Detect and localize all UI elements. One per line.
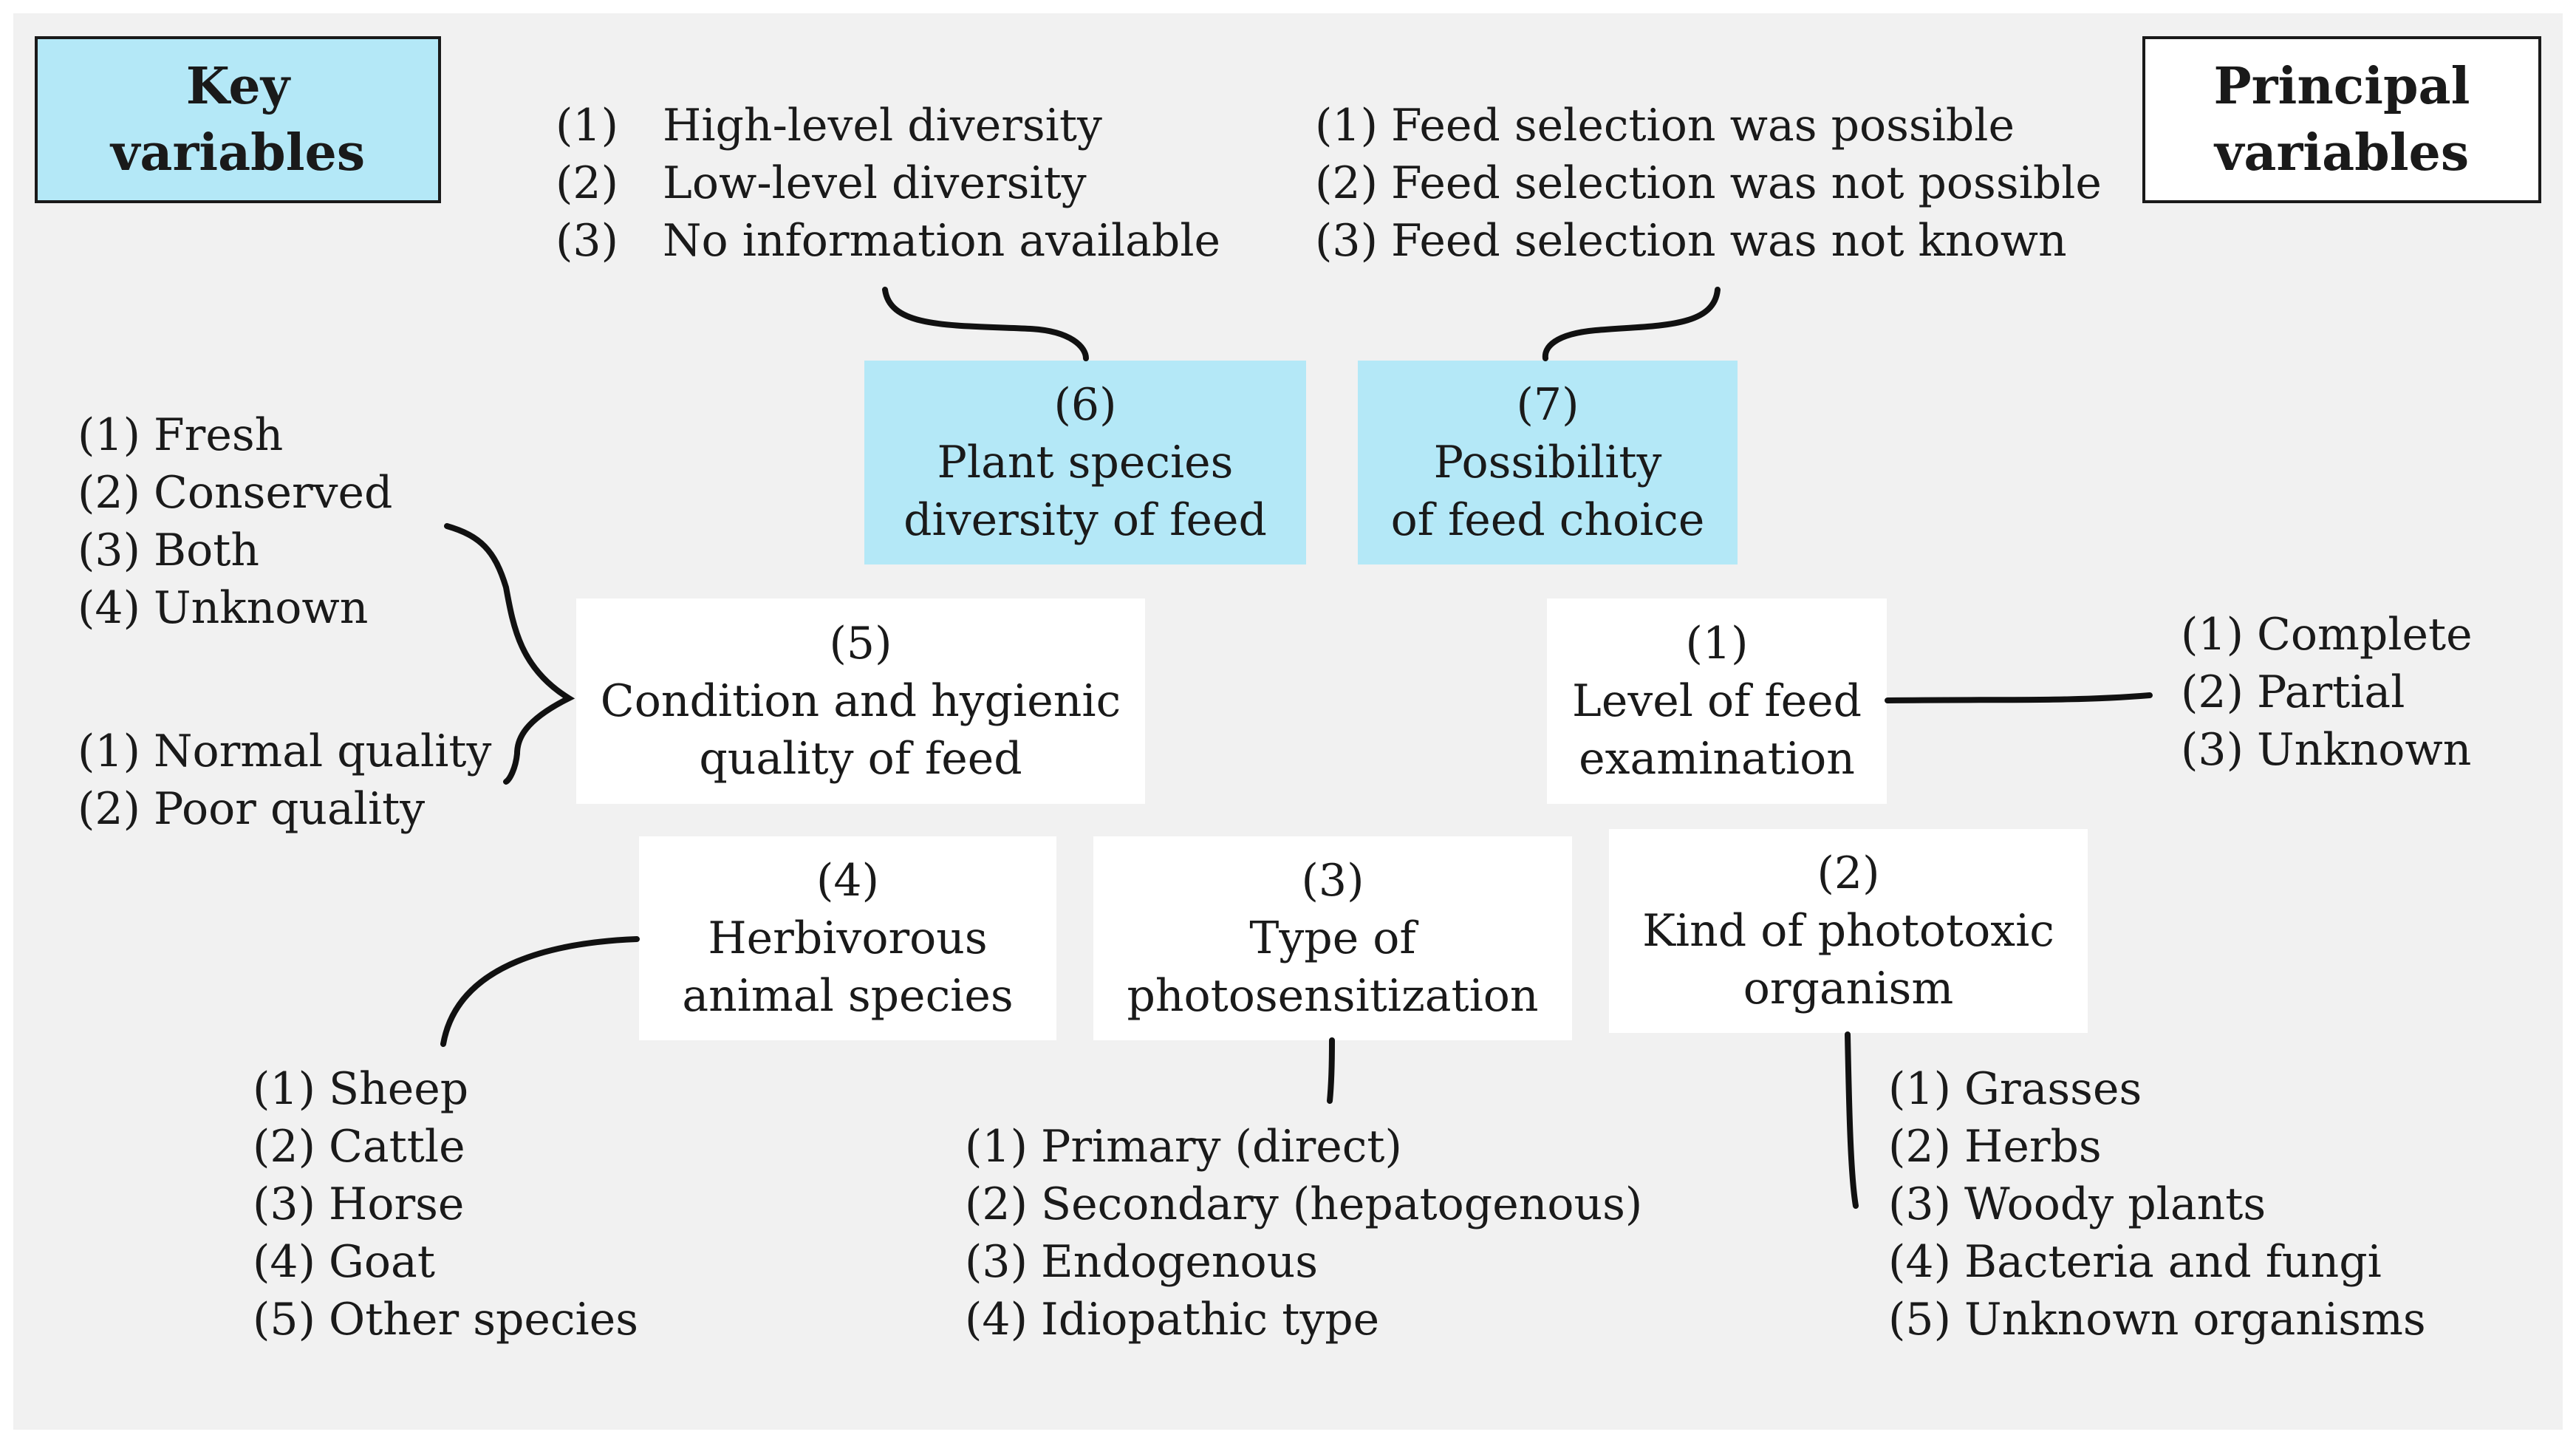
- list-item: (3)Endogenous: [965, 1236, 1319, 1288]
- variable-label-line: of feed choice: [1390, 494, 1705, 546]
- list-item: (1)Primary (direct): [965, 1121, 1402, 1173]
- options-list-variable-3: (1)Primary (direct) (2)Secondary (hepato…: [965, 1118, 1642, 1348]
- legend-key-line-1: Key: [185, 57, 290, 116]
- variable-box-6: (6) Plant species diversity of feed: [864, 361, 1306, 564]
- list-item: (3)Both: [78, 525, 259, 576]
- list-item: (2)Herbs: [1888, 1121, 2102, 1173]
- list-item: (1)Complete: [2181, 609, 2473, 661]
- list-item: (3)Unknown: [2181, 724, 2472, 776]
- list-item: (2)Feed selection was not possible: [1315, 157, 2102, 209]
- options-list-variable-7: (1)Feed selection was possible (2)Feed s…: [1315, 97, 2102, 270]
- variable-label-line: quality of feed: [699, 733, 1022, 785]
- list-item: (1)Normal quality: [78, 726, 492, 777]
- variable-box-2: (2) Kind of phototoxic organism: [1609, 829, 2088, 1033]
- legend-principal-line-2: variables: [2214, 123, 2470, 182]
- list-item: (2)Low-level diversity: [556, 157, 1087, 209]
- connector-variable-2: [1845, 1031, 1859, 1209]
- variable-number: (4): [816, 855, 879, 907]
- list-item: (2)Cattle: [253, 1121, 465, 1173]
- variable-label-line: Type of: [1249, 912, 1416, 964]
- legend-principal-variables: Principal variables: [2142, 36, 2541, 203]
- list-item: (3)Horse: [253, 1178, 465, 1230]
- list-item: (3)Woody plants: [1888, 1178, 2266, 1230]
- options-list-variable-5-condition: (1)Fresh (2)Conserved (3)Both (4)Unknown: [78, 406, 392, 637]
- options-list-variable-1: (1)Complete (2)Partial (3)Unknown: [2181, 606, 2473, 779]
- variable-label-line: organism: [1743, 963, 1954, 1014]
- variable-label-line: photosensitization: [1127, 970, 1539, 1022]
- variable-number: (6): [1053, 379, 1117, 431]
- list-item: (2)Partial: [2181, 666, 2405, 718]
- legend-principal-line-1: Principal: [2213, 57, 2470, 116]
- list-item: (4)Goat: [253, 1236, 435, 1288]
- list-item: (2)Conserved: [78, 467, 393, 519]
- variable-label-line: Kind of phototoxic: [1642, 905, 2054, 957]
- variable-label-line: Possibility: [1433, 437, 1662, 488]
- connector-variable-4: [440, 936, 640, 1047]
- options-list-variable-2: (1)Grasses (2)Herbs (3)Woody plants (4)B…: [1888, 1060, 2426, 1348]
- list-item: (2)Poor quality: [78, 783, 426, 835]
- list-item: (3)Feed selection was not known: [1315, 215, 2067, 267]
- options-list-variable-4: (1)Sheep (2)Cattle (3)Horse (4)Goat (5)O…: [253, 1060, 638, 1348]
- list-item: (1)Sheep: [253, 1063, 469, 1115]
- list-item: (2)Secondary (hepatogenous): [965, 1178, 1643, 1230]
- options-list-variable-5-quality: (1)Normal quality (2)Poor quality: [78, 723, 491, 838]
- list-item: (1)Fresh: [78, 409, 284, 461]
- list-item: (1)Grasses: [1888, 1063, 2142, 1115]
- variable-number: (3): [1301, 855, 1364, 907]
- list-item: (5)Other species: [253, 1294, 639, 1345]
- variable-label-line: examination: [1579, 733, 1855, 785]
- variable-label-line: animal species: [682, 970, 1014, 1022]
- variable-label-line: diversity of feed: [903, 494, 1267, 546]
- connector-variable-6: [882, 287, 1089, 361]
- list-item: (4)Bacteria and fungi: [1888, 1236, 2382, 1288]
- list-item: (4)Idiopathic type: [965, 1294, 1380, 1345]
- diagram-background: [13, 13, 2563, 1430]
- list-item: (4)Unknown: [78, 582, 369, 634]
- variable-label-line: Plant species: [937, 437, 1234, 488]
- legend-key-variables: Key variables: [35, 36, 441, 203]
- variable-box-3: (3) Type of photosensitization: [1093, 836, 1572, 1040]
- connector-variable-7: [1542, 287, 1721, 361]
- list-item: (1)Feed selection was possible: [1315, 100, 2015, 151]
- variable-box-7: (7) Possibility of feed choice: [1358, 361, 1738, 564]
- legend-key-line-2: variables: [110, 123, 366, 182]
- variable-number: (5): [829, 618, 892, 669]
- variable-number: (2): [1817, 847, 1880, 899]
- list-item: (5)Unknown organisms: [1888, 1294, 2426, 1345]
- options-list-variable-6: (1)High-level diversity (2)Low-level div…: [556, 97, 1220, 270]
- variable-number: (1): [1685, 618, 1749, 669]
- variable-label-line: Level of feed: [1571, 675, 1862, 727]
- list-item: (3)No information available: [556, 215, 1221, 267]
- connector-variable-1: [1885, 692, 2153, 703]
- connector-variable-3: [1327, 1037, 1335, 1104]
- connector-variable-5: [444, 523, 575, 785]
- list-item: (1)High-level diversity: [556, 100, 1102, 151]
- variable-box-5: (5) Condition and hygienic quality of fe…: [576, 598, 1145, 804]
- variable-box-4: (4) Herbivorous animal species: [639, 836, 1056, 1040]
- variable-box-1: (1) Level of feed examination: [1547, 598, 1887, 804]
- variable-number: (7): [1516, 379, 1579, 431]
- variable-label-line: Condition and hygienic: [600, 675, 1121, 727]
- variable-label-line: Herbivorous: [708, 912, 988, 964]
